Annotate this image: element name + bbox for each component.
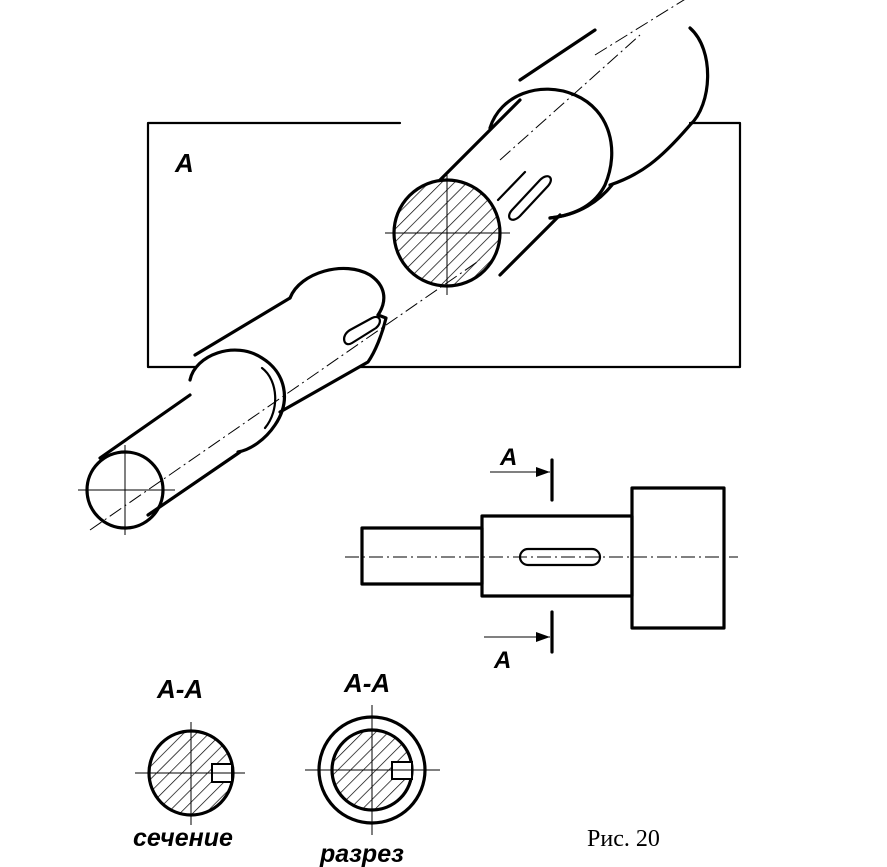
upper-shaft [385, 0, 710, 295]
section-view: A-A сечение [133, 674, 245, 852]
section-right-title: A-A [343, 668, 390, 698]
front-view: A A [345, 444, 738, 674]
section-left-caption: сечение [133, 824, 233, 852]
figure-caption: Рис. 20 [587, 826, 660, 852]
arrow-top-label: A [499, 444, 517, 471]
lower-shaft [78, 259, 481, 535]
arrow-bottom-label: A [493, 647, 511, 674]
cutting-plane: A [146, 121, 742, 369]
section-right-caption: разрез [319, 840, 404, 867]
plane-label: A [174, 148, 194, 178]
section-left-title: A-A [156, 674, 203, 704]
cut-view: A-A разрез [305, 668, 440, 867]
